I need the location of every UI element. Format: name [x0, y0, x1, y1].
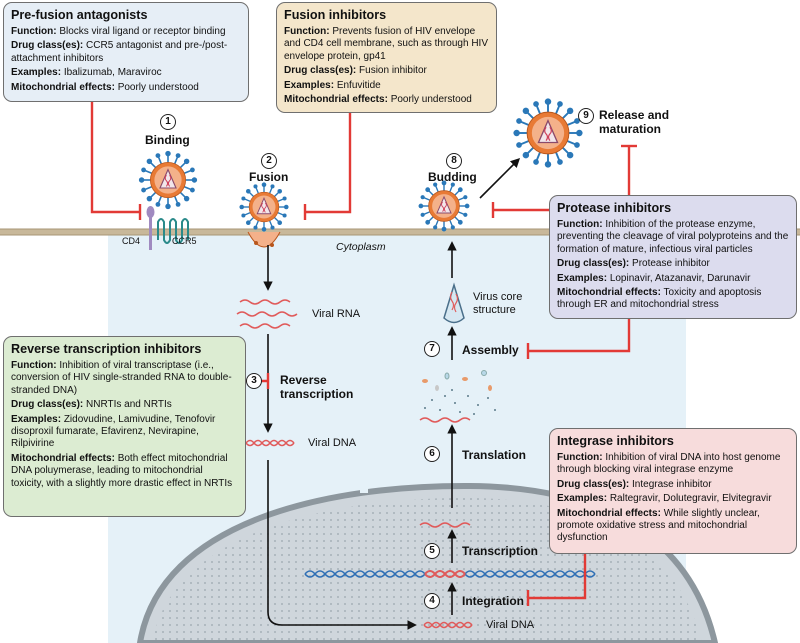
mito-text: Both effect mitochondrial DNA poluymeras… [11, 452, 233, 489]
function-text: Inhibition of viral transcriptase (i.e.,… [11, 360, 232, 396]
examples-text: Ibalizumab, Maraviroc [63, 67, 162, 79]
mito-text: Toxicity and apoptosis through ER and mi… [557, 287, 762, 311]
step-2-label: Fusion [249, 170, 289, 184]
drug-class-text: Fusion inhibitor [359, 65, 427, 77]
box-title: Integrase inhibitors [557, 434, 674, 448]
box-title: Protease inhibitors [557, 201, 672, 215]
virion-fusion [238, 181, 290, 233]
reverse-transcription-inhibitors-box: Reverse transcription inhibitors Functio… [3, 336, 246, 517]
cd4-label: CD4 [122, 236, 141, 246]
box-title: Pre-fusion antagonists [11, 8, 148, 22]
mito-text: Poorly understood [117, 81, 199, 93]
assembly-particles [422, 370, 496, 415]
virion-budding [417, 179, 471, 233]
step-4-label: Integration [462, 594, 524, 608]
step-1-label: Binding [145, 133, 190, 147]
function-text: Prevents fusion of HIV envelope and CD4 … [284, 26, 488, 62]
ccr5-label: CCR5 [172, 236, 197, 246]
function-text: Blocks viral ligand or receptor binding [59, 26, 226, 37]
viral-dna-nucleus-label: Viral DNA [486, 619, 535, 631]
pre-fusion-antagonists-box: Pre-fusion antagonists Function: Blocks … [3, 2, 249, 102]
step-1-number: 1 [160, 114, 176, 130]
step-2-number: 2 [261, 153, 277, 169]
fusion-inhibitors-box: Fusion inhibitors Function: Prevents fus… [276, 2, 497, 113]
mito-text: While slightly unclear, promote oxidativ… [557, 507, 760, 544]
examples-text: Enfuvitide [336, 79, 381, 91]
inhibitor-lines [90, 102, 637, 606]
viral-rna-label: Viral RNA [312, 308, 361, 320]
examples-text: Lopinavir, Atazanavir, Darunavir [609, 272, 751, 284]
examples-text: Raltegravir, Dolutegravir, Elvitegravir [609, 493, 772, 505]
drug-class-text: CCR5 antagonist and pre-/post-attachment… [11, 40, 228, 64]
viral-dna-strand [237, 439, 295, 447]
process-arrows [263, 157, 521, 630]
viral-rna-strands [236, 299, 298, 329]
protease-inhibitors-box: Protease inhibitors Function: Inhibition… [549, 195, 797, 319]
cytoplasm-label: Cytoplasm [336, 241, 386, 253]
step-9-label: Release and maturation [599, 108, 670, 136]
viral-dna-integrated [423, 621, 473, 629]
mito-text: Poorly understood [390, 94, 472, 106]
receptor-cd4 [146, 206, 155, 250]
virus-core-structure [443, 282, 465, 324]
step-3-label: Reverse transcription [280, 373, 354, 401]
virion-binding [138, 150, 198, 210]
function-text: Inhibition of the protease enzyme, preve… [557, 219, 789, 255]
box-title: Fusion inhibitors [284, 8, 387, 22]
virion-released [512, 97, 584, 169]
function-text: Inhibition of viral DNA into host genome… [557, 452, 781, 476]
viral-dna-label: Viral DNA [308, 437, 357, 449]
box-title: Reverse transcription inhibitors [11, 342, 202, 356]
step-8-number: 8 [446, 153, 462, 169]
step-7-label: Assembly [462, 343, 519, 357]
drug-class-text: NNRTIs and NRTIs [86, 399, 172, 411]
step-5-label: Transcription [462, 544, 539, 558]
step-7-number: 7 [424, 341, 440, 357]
step-4-number: 4 [424, 593, 440, 609]
step-3-number: 3 [246, 373, 262, 389]
examples-text: Zidovudine, Lamivudine, Tenofovir disopr… [11, 413, 216, 450]
step-5-number: 5 [424, 543, 440, 559]
drug-class-text: Protease inhibitor [632, 258, 710, 270]
integrase-inhibitors-box: Integrase inhibitors Function: Inhibitio… [549, 428, 797, 554]
step-6-label: Translation [462, 448, 527, 462]
step-8-label: Budding [428, 170, 477, 184]
virus-core-label: Virus core structure [473, 291, 523, 316]
step-6-number: 6 [424, 446, 440, 462]
step-9-number: 9 [578, 108, 594, 124]
receptor-ccr5 [157, 218, 189, 244]
drug-class-text: Integrase inhibitor [632, 478, 712, 490]
host-dna-helix [304, 570, 596, 578]
